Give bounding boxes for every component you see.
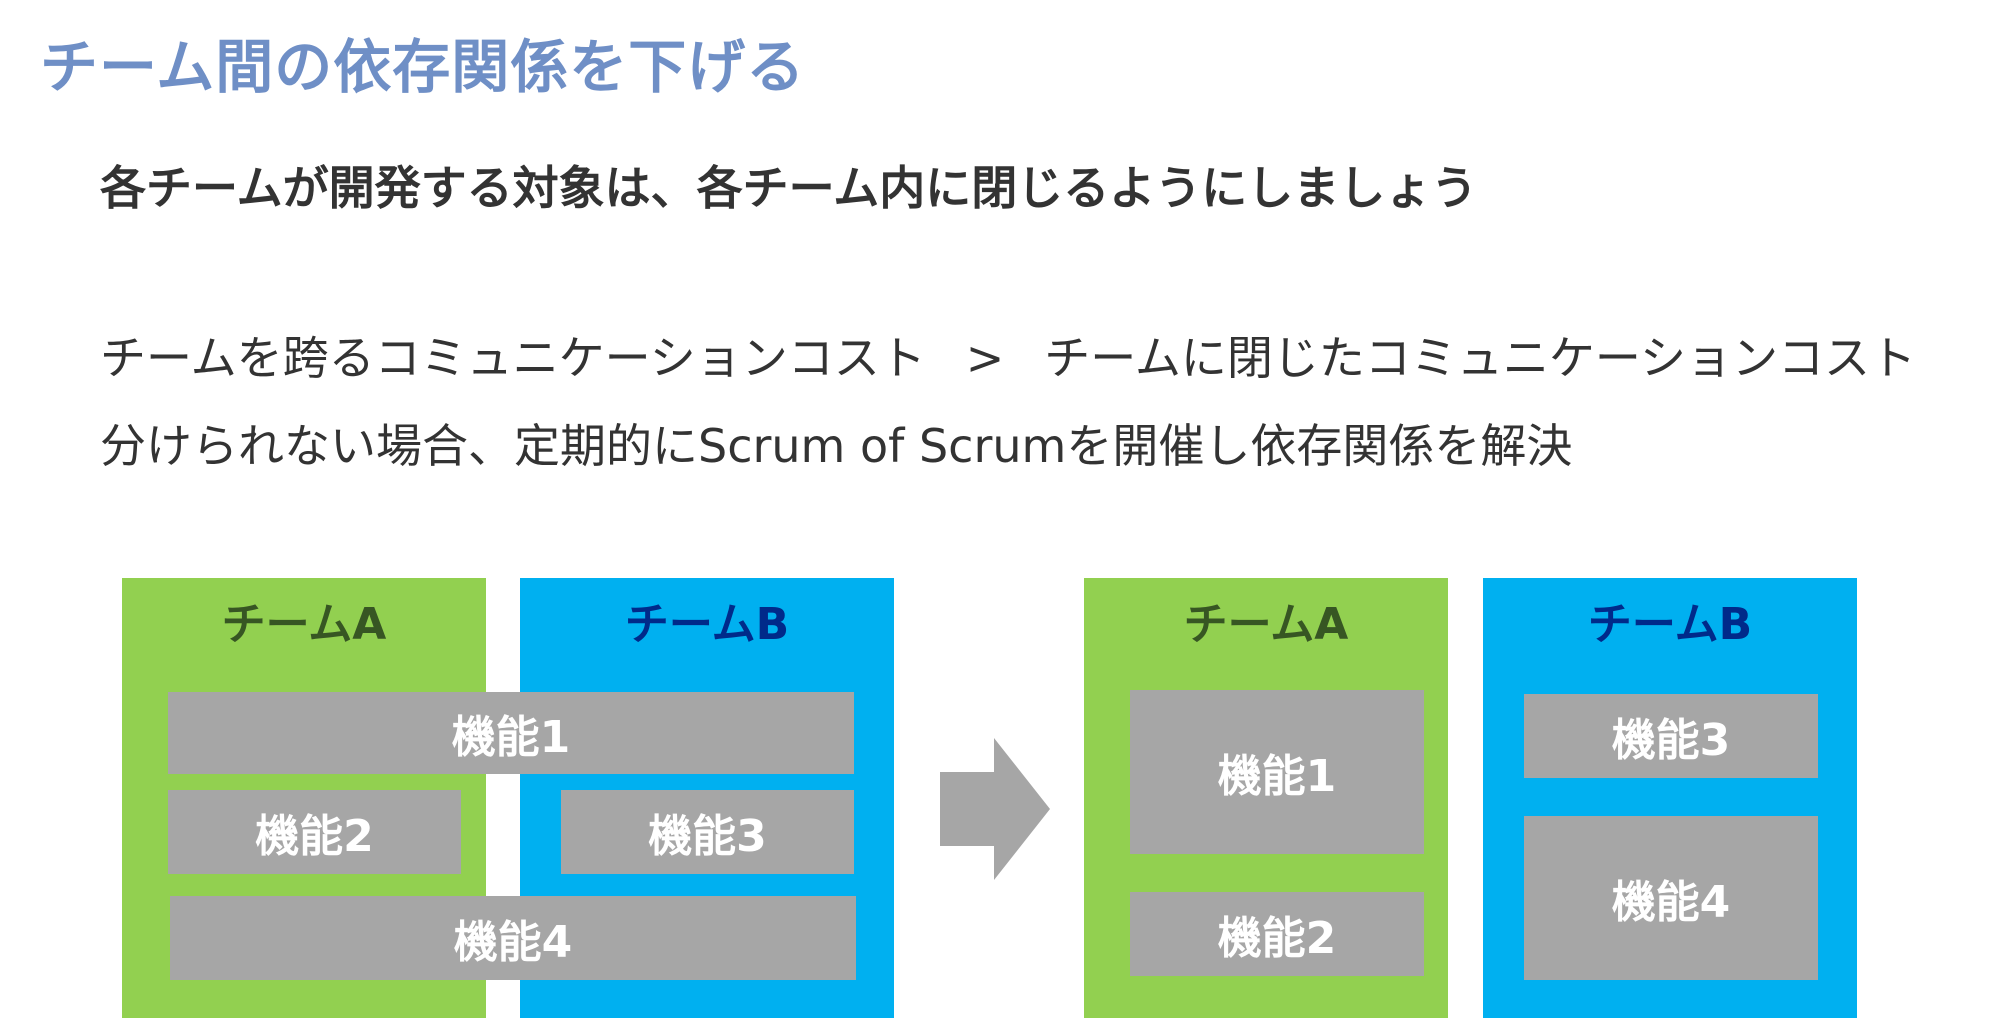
- after-team-b-label: チームB: [1587, 599, 1753, 650]
- subtitle: 各チームが開発する対象は、各チーム内に閉じるようにしましょう: [100, 161, 1478, 215]
- before-function-2: 機能2: [168, 790, 461, 874]
- before-function-3: 機能3: [561, 790, 854, 874]
- before-team-b-label: チームB: [624, 599, 790, 650]
- slide-title: チーム間の依存関係を下げる: [40, 33, 806, 101]
- greater-than-operator: >: [965, 331, 1005, 385]
- before-function-1: 機能1: [168, 692, 854, 774]
- after-team-a-label: チームA: [1183, 599, 1349, 650]
- after-function-3: 機能3: [1524, 694, 1818, 778]
- scrum-of-scrum-line: 分けられない場合、定期的にScrum of Scrumを開催し依存関係を解決: [100, 419, 1573, 473]
- after-function-4: 機能4: [1524, 816, 1818, 980]
- before-team-a-label: チームA: [221, 599, 387, 650]
- before-function-4: 機能4: [170, 896, 856, 980]
- cross-team-cost-text: チームを跨るコミュニケーションコスト: [100, 331, 926, 385]
- after-function-2: 機能2: [1130, 892, 1424, 976]
- in-team-cost-text: チームに閉じたコミュニケーションコスト: [1044, 331, 1916, 385]
- cost-comparison-line: チームを跨るコミュニケーションコスト > チームに閉じたコミュニケーションコスト: [100, 322, 1916, 388]
- right-arrow-icon: [940, 738, 1050, 880]
- after-function-1: 機能1: [1130, 690, 1424, 854]
